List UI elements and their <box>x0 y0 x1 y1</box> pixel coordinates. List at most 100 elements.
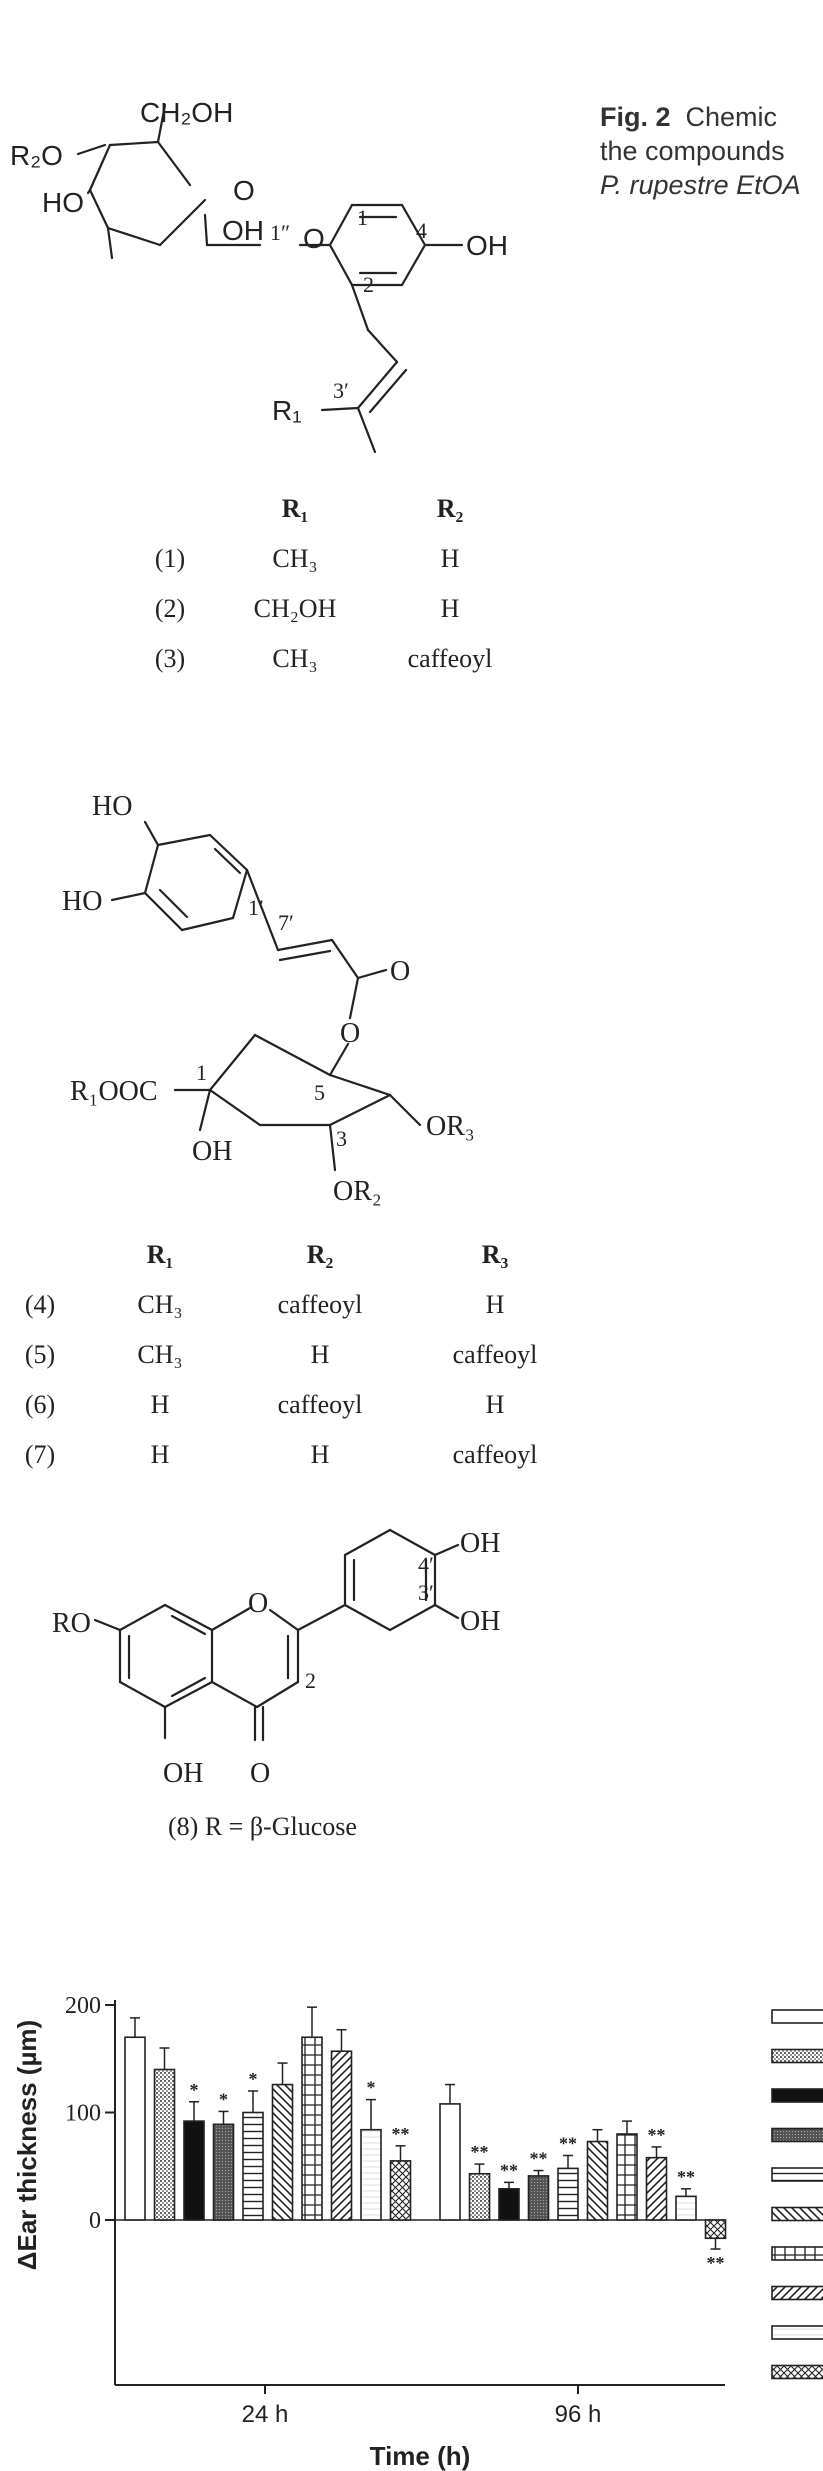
ho-label: HO <box>42 187 84 218</box>
or2-label: OR₂ <box>333 1176 382 1207</box>
significance-label: ** <box>677 2167 695 2187</box>
bar <box>242 2111 264 2221</box>
table-header: R₁ <box>281 494 309 523</box>
bar <box>527 2175 550 2221</box>
ch2oh-label: CH₂OH <box>140 97 233 128</box>
table-cell: caffeoyl <box>452 1440 538 1469</box>
bar <box>153 2068 176 2221</box>
caption-line-1: Chemic <box>685 102 778 132</box>
num-1-label: 1 <box>357 205 368 230</box>
table-row: (7) H H caffeoyl <box>0 1430 590 1480</box>
table-cell: (2) <box>154 594 186 623</box>
num-3-label: 3 <box>336 1126 347 1151</box>
table-header <box>0 1230 80 1280</box>
bar <box>439 2103 461 2221</box>
ho-mid-label: HO <box>62 886 102 917</box>
table-cell: (4) <box>24 1290 56 1319</box>
y-tick-label: 100 <box>65 2101 101 2127</box>
chart-axes: 0 100 200 <box>65 1993 725 2394</box>
carbonyl-o-label: O <box>390 956 410 987</box>
chart-legend <box>771 2009 823 2380</box>
table-cell: H <box>485 1390 505 1419</box>
table-cell: H <box>485 1290 505 1319</box>
bar <box>645 2156 668 2221</box>
structure-2-table: R₁ R₂ R₃ (4) CH₃ caffeoyl H (5) CH₃ H ca… <box>0 1230 590 1480</box>
table-cell: H <box>150 1390 170 1419</box>
bar <box>704 2219 727 2240</box>
table-cell: H <box>440 544 460 573</box>
caption-line-2: the compounds <box>600 136 785 166</box>
y-tick-label: 200 <box>65 1993 101 2019</box>
num-3p-label: 3′ <box>418 1580 434 1605</box>
legend-swatch <box>771 2246 823 2261</box>
significance-label: ** <box>530 2149 548 2169</box>
num-2-label: 2 <box>305 1668 316 1693</box>
legend-swatch <box>771 2325 823 2340</box>
table-cell: H <box>150 1440 170 1469</box>
num-7p-label: 7′ <box>278 910 294 935</box>
ho-top-label: HO <box>92 791 132 822</box>
table-header: R₂ <box>306 1240 334 1269</box>
bar <box>360 2128 382 2221</box>
table-header: R₁ <box>146 1240 174 1269</box>
significance-label: ** <box>500 2160 518 2180</box>
bar <box>586 2140 609 2221</box>
table-cell: caffeoyl <box>407 644 493 673</box>
legend-swatch <box>771 2048 823 2064</box>
table-cell: CH₃ <box>137 1340 183 1369</box>
r1-label: R₁ <box>272 395 302 426</box>
x-axis-label: Time (h) <box>370 2441 471 2471</box>
table-cell: CH₂OH <box>253 594 337 623</box>
num-5-label: 5 <box>314 1080 325 1105</box>
bar <box>557 2167 579 2221</box>
table-cell: caffeoyl <box>277 1390 363 1419</box>
num-2-label: 2 <box>363 272 374 297</box>
num-4-label: 4 <box>416 218 427 243</box>
table-cell: (5) <box>24 1340 56 1369</box>
r1ooc-label: R₁OOC <box>70 1076 158 1107</box>
table-header: R₂ <box>436 494 464 523</box>
num-1p-label: 1′ <box>248 895 264 920</box>
structure-1-diagram: R₂O CH₂OH O HO OH 1″ O 1 2 4 OH R₁ 3′ <box>10 97 508 454</box>
compound-8-label: (8) R = β-Glucose <box>168 1812 357 1841</box>
bar <box>616 2133 638 2221</box>
legend-swatch <box>771 2364 823 2380</box>
table-cell: caffeoyl <box>277 1290 363 1319</box>
table-cell: (6) <box>24 1390 56 1419</box>
oh5-label: OH <box>163 1758 203 1789</box>
bar <box>330 2050 353 2221</box>
table-row: (1) CH₃ H <box>130 534 520 584</box>
group-label: 24 h <box>242 2401 289 2428</box>
oh4p-label: OH <box>460 1528 500 1559</box>
significance-label: * <box>219 2089 228 2109</box>
bar <box>301 2036 323 2221</box>
table-header <box>130 484 210 534</box>
table-cell: CH₃ <box>272 544 318 573</box>
table-header-row: R₁ R₂ <box>130 484 520 534</box>
significance-label: ** <box>471 2142 489 2162</box>
c1pp-label: 1″ <box>270 220 290 245</box>
table-header-row: R₁ R₂ R₃ <box>0 1230 590 1280</box>
y-axis-label: ΔEar thickness (µm) <box>12 2020 42 2270</box>
bar <box>468 2172 491 2221</box>
significance-label: ** <box>707 2253 725 2273</box>
bar <box>675 2195 697 2221</box>
significance-label: ** <box>392 2124 410 2144</box>
ro-label: RO <box>52 1608 91 1639</box>
r2o-label: R₂O <box>10 140 63 171</box>
num-3p-label: 3′ <box>333 378 349 403</box>
or3-label: OR₃ <box>426 1111 475 1142</box>
legend-swatch <box>771 2285 823 2301</box>
y-tick-label: 0 <box>89 2208 101 2234</box>
structure-1-table: R₁ R₂ (1) CH₃ H (2) CH₂OH H (3) CH₃ caff… <box>130 484 520 684</box>
table-cell: (1) <box>154 544 186 573</box>
significance-label: * <box>190 2080 199 2100</box>
structure-3-diagram: RO O 2 4′ OH 3′ OH OH O <box>52 1528 500 1789</box>
chart-bars: ******************** <box>124 2006 727 2273</box>
keto-o-label: O <box>250 1758 270 1789</box>
oh4-label: OH <box>466 230 508 261</box>
legend-swatch <box>771 2206 823 2222</box>
significance-label: * <box>367 2078 376 2098</box>
legend-swatch <box>771 2088 823 2103</box>
